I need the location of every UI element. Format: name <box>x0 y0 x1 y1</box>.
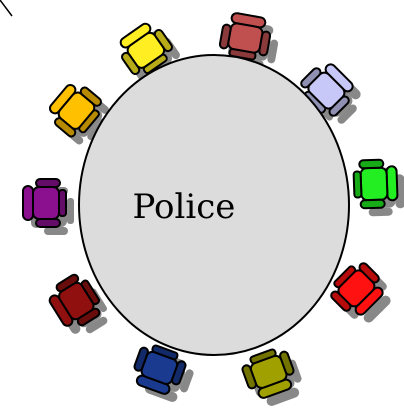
chair-olive <box>239 345 307 410</box>
corner-stroke <box>0 0 12 16</box>
chair-brown-red-body <box>218 11 273 62</box>
chair-purple-body <box>23 179 66 227</box>
table-label: Police <box>133 187 236 227</box>
chair-purple <box>23 179 74 235</box>
chair-green <box>353 159 404 216</box>
